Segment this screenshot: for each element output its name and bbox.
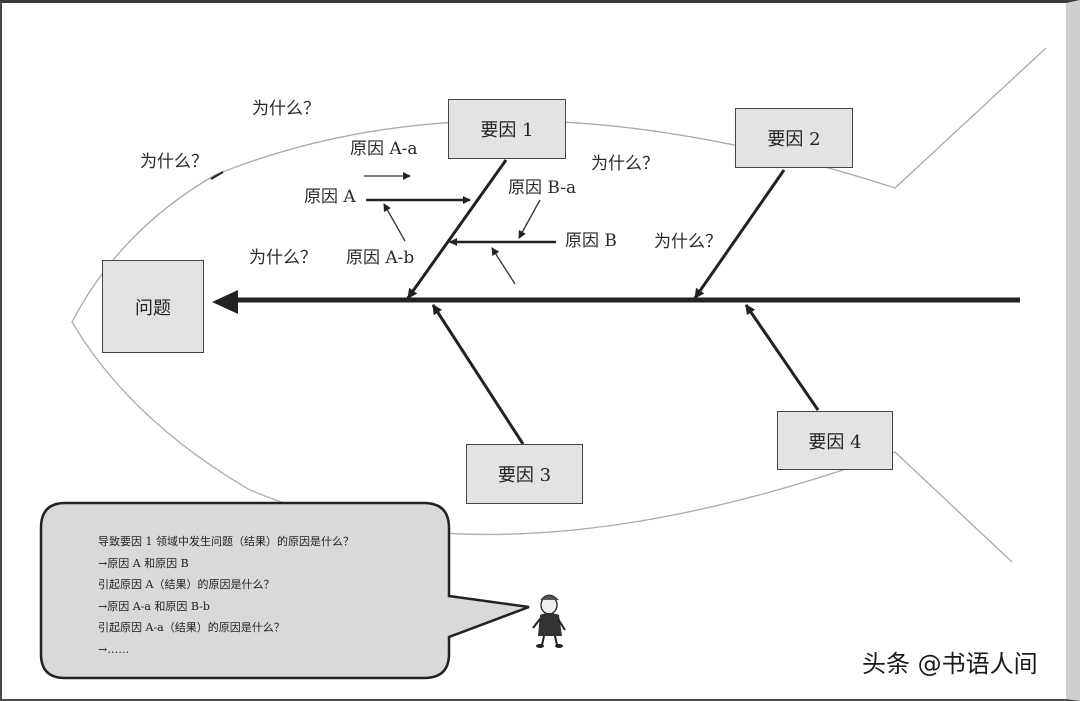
speech-callout-text: 导致要因 1 领域中发生问题（结果）的原因是什么？ →原因 A 和原因 B 引起… bbox=[98, 531, 354, 660]
problem-box: 问题 bbox=[102, 260, 204, 353]
bone-factor-4 bbox=[744, 304, 820, 411]
bone-why-tick bbox=[210, 171, 224, 180]
watermark: 头条 @书语人间 bbox=[862, 650, 1038, 678]
callout-line: →…… bbox=[98, 642, 130, 656]
why-label: 为什么？ bbox=[654, 232, 722, 252]
bone-factor-1 bbox=[406, 159, 508, 299]
why-label: 为什么？ bbox=[140, 152, 208, 172]
factor-3-box: 要因 3 bbox=[466, 444, 583, 504]
factor-4-box: 要因 4 bbox=[777, 411, 893, 470]
bone-factor-3 bbox=[431, 304, 525, 445]
speech-callout-shape bbox=[39, 501, 530, 680]
callout-line: →原因 A-a 和原因 B-b bbox=[98, 599, 210, 613]
callout-line: 引起原因 A-a（结果）的原因是什么？ bbox=[98, 621, 285, 634]
why-label: 为什么？ bbox=[249, 248, 317, 268]
cause-a-a-label: 原因 A-a bbox=[350, 139, 418, 159]
factor-1-box: 要因 1 bbox=[448, 99, 566, 159]
why-label: 为什么？ bbox=[252, 99, 320, 119]
cause-b-a-label: 原因 B-a bbox=[508, 178, 577, 198]
cause-a-b-label: 原因 A-b bbox=[346, 248, 415, 268]
spine-arrowhead bbox=[212, 290, 238, 314]
callout-line: 引起原因 A（结果）的原因是什么？ bbox=[98, 578, 275, 591]
why-label: 为什么？ bbox=[591, 154, 659, 174]
presenter-figure bbox=[532, 594, 566, 648]
factor-2-box: 要因 2 bbox=[735, 108, 853, 168]
cause-a-label: 原因 A bbox=[304, 187, 356, 207]
bone-cause-b-a bbox=[518, 199, 541, 239]
callout-line: →原因 A 和原因 B bbox=[98, 556, 189, 570]
bone-cause-b-b bbox=[491, 247, 516, 285]
cause-b-label: 原因 B bbox=[565, 231, 617, 251]
bone-cause-a-b bbox=[383, 203, 406, 242]
callout-line: 导致要因 1 领域中发生问题（结果）的原因是什么？ bbox=[98, 535, 354, 548]
bone-factor-2 bbox=[693, 169, 786, 299]
